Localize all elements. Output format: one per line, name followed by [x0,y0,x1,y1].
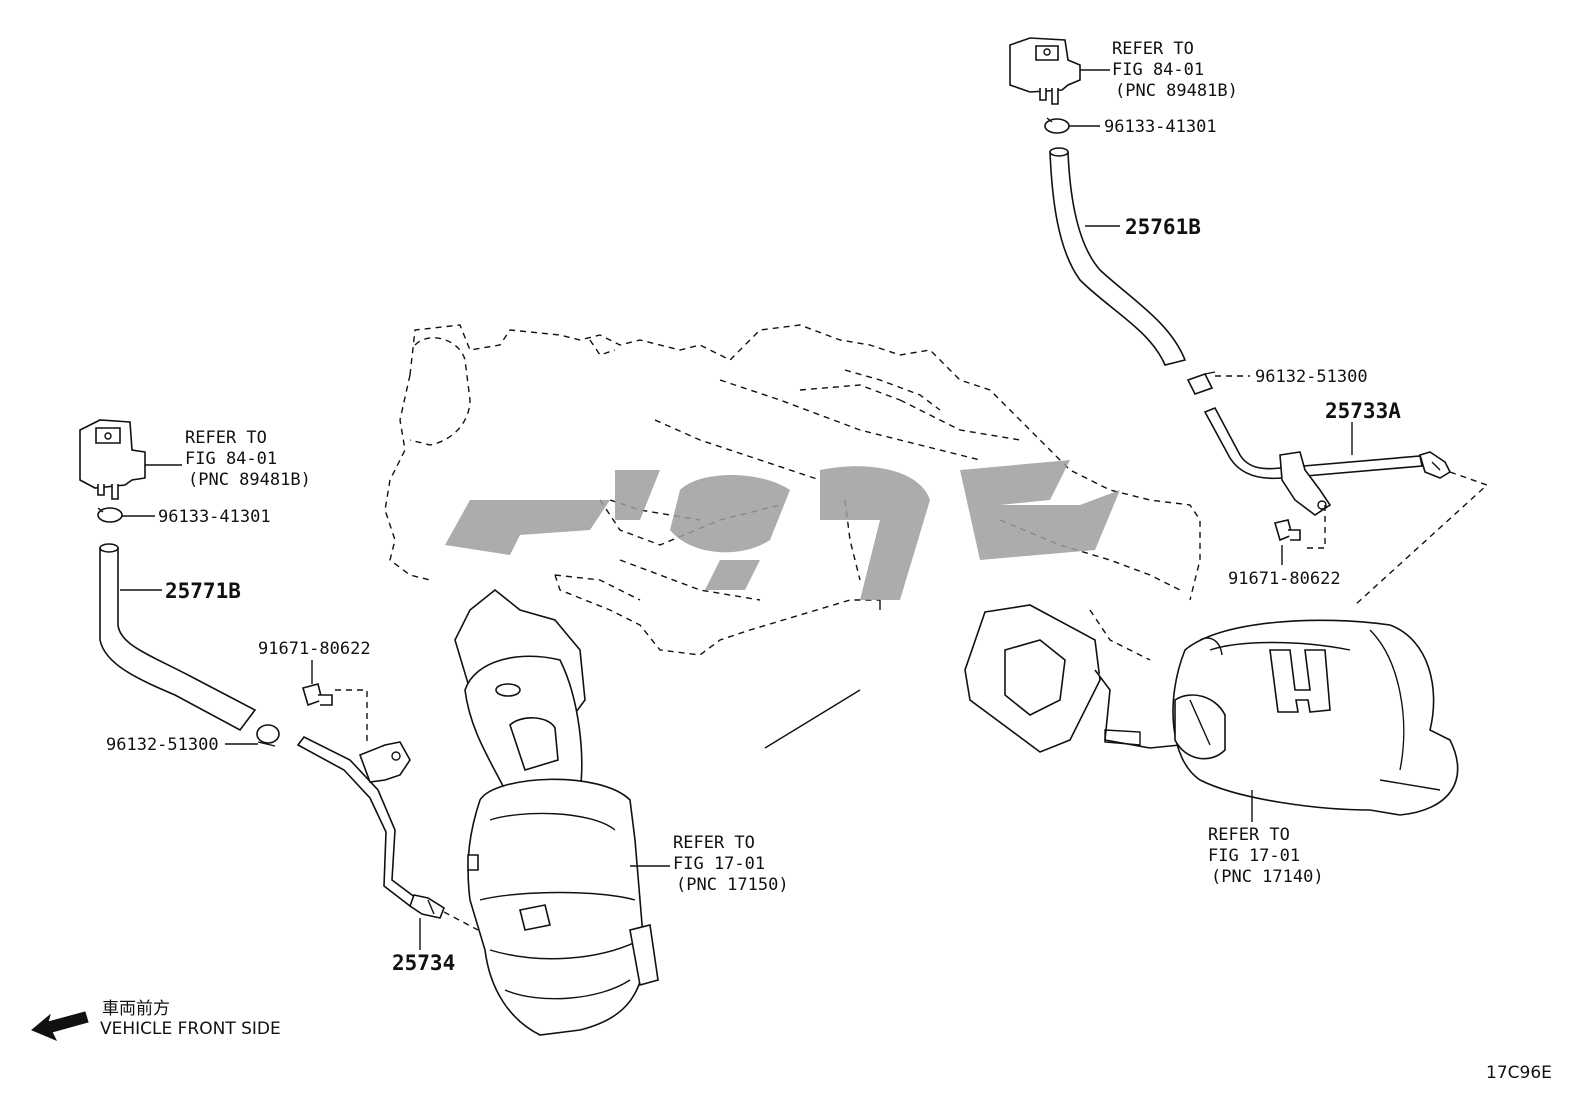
watermark-logo [445,460,1120,600]
clip-left-label: 96133-41301 [158,507,271,527]
refer-1701-right-line1: REFER TO [1208,825,1290,845]
pipe-right-label: 25733A [1325,399,1401,423]
refer-1701-mid-line2: FIG 17-01 [673,854,765,874]
refer-8401-left-callout: REFER TO FIG 84-01 (PNC 89481B) [145,428,311,490]
clip-top-label: 96133-41301 [1104,117,1217,137]
refer-1701-right-callout: REFER TO FIG 17-01 (PNC 17140) [1208,790,1324,887]
bolt-right-icon [1273,519,1301,542]
refer-8401-top-line1: REFER TO [1112,39,1194,59]
refer-8401-left-line1: REFER TO [185,428,267,448]
refer-1701-mid-line3: (PNC 17150) [676,875,789,895]
bolt-right-label: 91671-80622 [1228,569,1341,589]
refer-8401-top-line3: (PNC 89481B) [1115,81,1238,101]
refer-1701-mid-callout: REFER TO FIG 17-01 (PNC 17150) [630,833,789,895]
hose-left-icon [99,543,257,732]
clamp-left-icon [256,724,280,747]
catalytic-converter-right-icon [964,604,1459,816]
orientation-english: VEHICLE FRONT SIDE [100,1019,281,1039]
refer-1701-right-line3: (PNC 17140) [1211,867,1324,887]
bolt-left-label: 91671-80622 [258,639,371,659]
refer-8401-top-line2: FIG 84-01 [1112,60,1204,80]
clamp-left-label: 96132-51300 [106,735,219,755]
pressure-sensor-left-icon [79,419,146,500]
clip-left-icon [97,507,123,523]
pressure-sensor-top-icon [1009,37,1081,105]
refer-8401-top-callout: REFER TO FIG 84-01 (PNC 89481B) [1080,39,1238,101]
refer-1701-mid-line1: REFER TO [673,833,755,853]
pipe-right-icon [1203,406,1452,516]
refer-8401-left-line3: (PNC 89481B) [188,470,311,490]
refer-8401-left-line2: FIG 84-01 [185,449,277,469]
vehicle-front-arrow-icon [31,1011,89,1041]
catalytic-converter-mid-icon [454,588,659,1036]
refer-1701-right-line2: FIG 17-01 [1208,846,1300,866]
hose-top-label: 25761B [1125,215,1201,239]
pipe-left-icon [296,735,445,919]
clamp-right-label: 96132-51300 [1255,367,1368,387]
hose-left-label: 25771B [165,579,241,603]
clamp-right-icon [1186,371,1216,395]
bolt-left-icon [302,683,333,707]
hose-top-icon [1049,147,1187,366]
engine-outline [384,324,1201,749]
pipe-left-label: 25734 [392,951,455,975]
clip-top-icon [1044,117,1070,134]
orientation-japanese: 車両前方 [102,999,170,1019]
figure-code: 17C96E [1486,1063,1552,1083]
